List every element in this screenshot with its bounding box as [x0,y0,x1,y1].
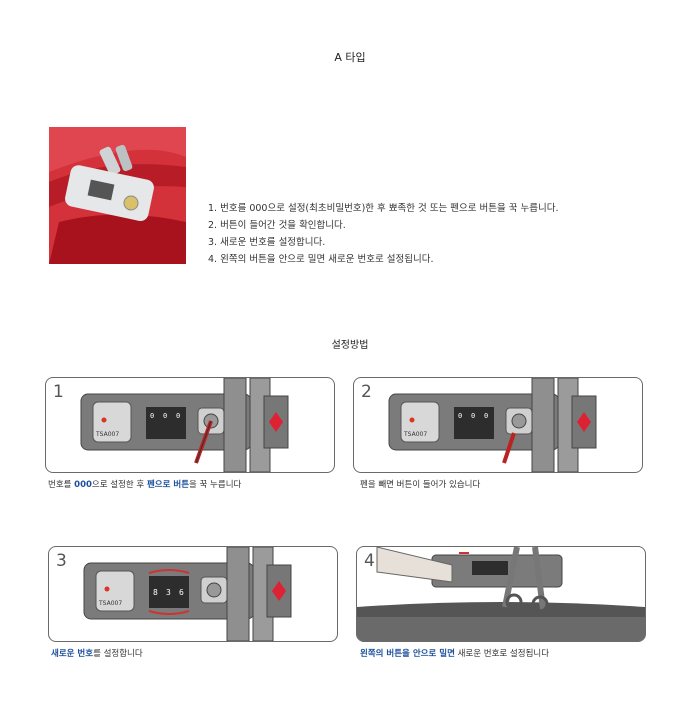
step-caption-4: 왼쪽의 버튼을 안으로 밀면 새로운 번호로 설정됩니다 [360,649,550,659]
instruction-step: 1. 번호를 000으로 설정(최초비밀번호)한 후 뾰족한 것 또는 펜으로 … [208,203,559,214]
step-caption-2: 펜을 빼면 버튼이 들어가 있습니다 [360,480,481,490]
step-number: 1 [53,382,64,402]
instruction-step: 4. 왼쪽의 버튼을 안으로 밀면 새로운 번호로 설정됩니다. [208,254,434,265]
lock-illustration [80,378,289,472]
step-panel-2: 2 0 0 0 TSA007 [353,377,643,473]
instruction-list: 1. 번호를 000으로 설정(최초비밀번호)한 후 뾰족한 것 또는 펜으로 … [208,200,559,268]
step-number: 4 [364,551,375,571]
step-caption-3: 새로운 번호를 설정합니다 [51,649,143,659]
step-panel-4: 4 [356,546,646,642]
step-panel-1: 1 0 0 0 TSA007 [45,377,335,473]
section-title: 설정방법 [331,340,369,351]
lock-illustration [388,378,597,472]
step-caption-1: 번호를 000으로 설정한 후 펜으로 버튼을 꾹 누릅니다 [48,480,242,490]
step-number: 3 [56,551,67,571]
instruction-step: 2. 버튼이 들어간 것을 확인합니다. [208,220,346,231]
lock-push-illustration [357,547,645,641]
step-panel-3: 3 8 3 6 TSA007 [48,546,338,642]
instruction-step: 3. 새로운 번호를 설정합니다. [208,237,326,248]
step-number: 2 [361,382,372,402]
page-title: A 타입 [334,51,366,64]
suitcase-lock-photo [49,127,186,264]
lock-illustration [83,547,292,641]
